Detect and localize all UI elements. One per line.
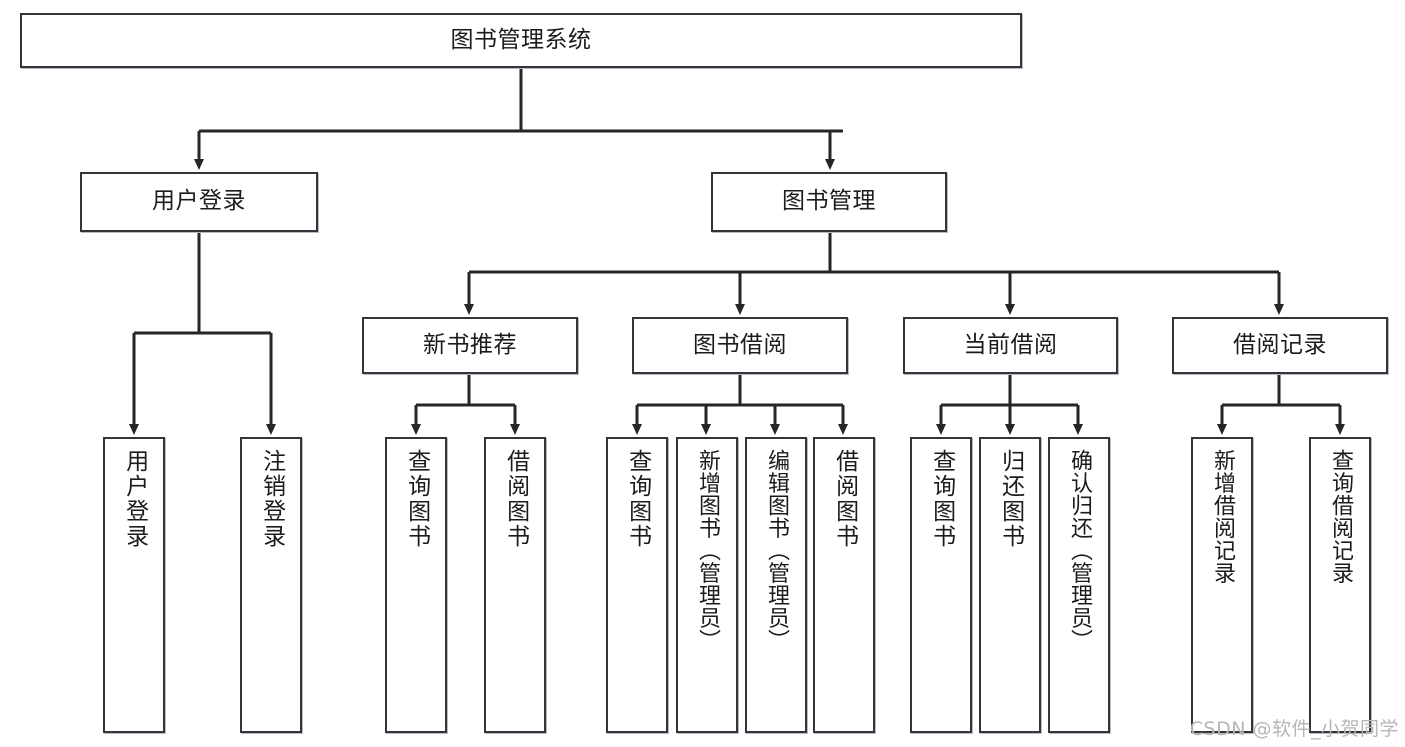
leaf-label: 新增借阅记录 [1209, 449, 1235, 584]
leaf-label: 归还图书 [997, 449, 1024, 549]
node-root[interactable]: 图书管理系统 [20, 13, 1022, 68]
leaf-label: 确认归还（管理员） [1066, 449, 1092, 652]
leaf-current-borrow-query[interactable]: 查询图书 [910, 437, 972, 733]
node-borrow-record-label: 借阅记录 [1233, 331, 1327, 358]
leaf-label: 用户登录 [121, 449, 148, 549]
node-new-book-recommend[interactable]: 新书推荐 [362, 317, 578, 374]
leaf-book-borrow-query[interactable]: 查询图书 [606, 437, 668, 733]
leaf-book-borrow-add[interactable]: 新增图书（管理员） [676, 437, 738, 733]
node-current-borrow[interactable]: 当前借阅 [903, 317, 1118, 374]
leaf-book-borrow-edit[interactable]: 编辑图书（管理员） [745, 437, 807, 733]
leaf-current-borrow-confirm[interactable]: 确认归还（管理员） [1048, 437, 1110, 733]
leaf-borrow-record-add[interactable]: 新增借阅记录 [1191, 437, 1253, 733]
node-root-label: 图书管理系统 [450, 26, 592, 53]
leaf-label: 注销登录 [258, 449, 285, 549]
leaf-label: 借阅图书 [502, 449, 529, 549]
leaf-book-borrow-borrow[interactable]: 借阅图书 [813, 437, 875, 733]
node-current-borrow-label: 当前借阅 [963, 331, 1058, 358]
node-user-login[interactable]: 用户登录 [80, 172, 318, 232]
leaf-user-login-logout[interactable]: 注销登录 [240, 437, 302, 733]
node-book-borrow[interactable]: 图书借阅 [632, 317, 848, 374]
leaf-label: 新增图书（管理员） [694, 449, 720, 652]
leaf-label: 查询图书 [624, 449, 651, 549]
node-book-manage[interactable]: 图书管理 [711, 172, 947, 232]
node-borrow-record[interactable]: 借阅记录 [1172, 317, 1388, 374]
node-book-borrow-label: 图书借阅 [693, 331, 787, 358]
node-new-book-recommend-label: 新书推荐 [423, 331, 517, 358]
leaf-label: 编辑图书（管理员） [763, 449, 789, 652]
node-user-login-label: 用户登录 [152, 188, 246, 215]
leaf-label: 借阅图书 [831, 449, 858, 549]
leaf-label: 查询借阅记录 [1327, 449, 1353, 584]
leaf-new-book-borrow[interactable]: 借阅图书 [484, 437, 546, 733]
leaf-label: 查询图书 [928, 449, 955, 549]
watermark: CSDN @软件_小贺同学 [1189, 718, 1399, 740]
leaf-new-book-query[interactable]: 查询图书 [385, 437, 447, 733]
leaf-current-borrow-return[interactable]: 归还图书 [979, 437, 1041, 733]
node-book-manage-label: 图书管理 [782, 188, 876, 215]
leaf-borrow-record-query[interactable]: 查询借阅记录 [1309, 437, 1371, 733]
leaf-label: 查询图书 [403, 449, 430, 549]
leaf-user-login-login[interactable]: 用户登录 [103, 437, 165, 733]
